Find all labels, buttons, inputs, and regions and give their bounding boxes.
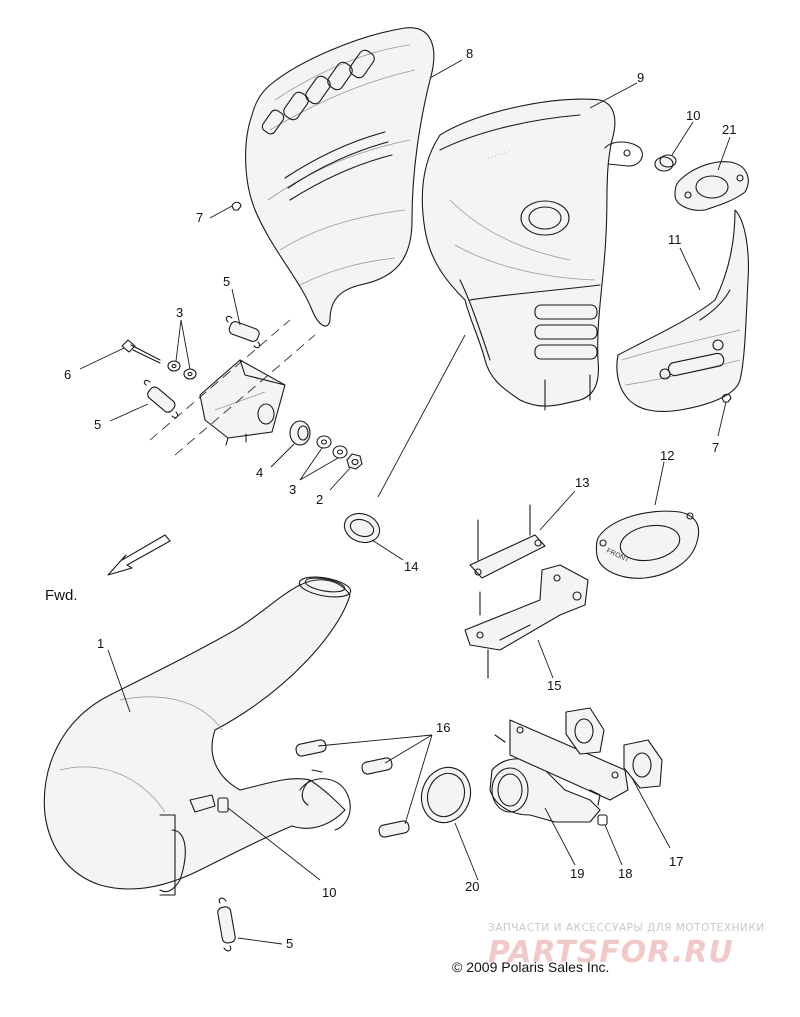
part-15-bracket [464,564,589,679]
part-13-strap [469,504,546,579]
part-10-plug-top [654,154,677,172]
part-5-spring-bottom [217,897,236,952]
part-3-washers-bottom [316,435,348,459]
callout-7: 7 [196,210,203,225]
part-5-spring-upper [225,315,261,349]
callout-1: 1 [97,636,104,651]
part-11-rear-heat-shield [616,209,749,413]
part-14-seal-ring [343,512,381,544]
callout-10: 10 [322,885,336,900]
part-21-gasket [674,161,749,211]
callout-3: 3 [176,305,183,320]
watermark-tagline: ЗАПЧАСТИ И АКСЕССУАРЫ ДЛЯ МОТОТЕХНИКИ [488,922,765,934]
callout-12: 12 [660,448,674,463]
part-3-washers-top [167,360,197,380]
callout-21: 21 [722,122,736,137]
callout-5: 5 [286,936,293,951]
forward-direction-arrow [107,534,171,576]
watermark-logo: PARTSFOR.RU [488,935,734,970]
part-12-flange: FRONT [595,510,700,579]
callout-15: 15 [547,678,561,693]
callout-5: 5 [223,274,230,289]
part-16-springs [295,739,410,838]
callout-10: 10 [686,108,700,123]
callout-17: 17 [669,854,683,869]
leader-lines [79,59,731,945]
callout-6: 6 [64,367,71,382]
callout-9: 9 [637,70,644,85]
callout-20: 20 [465,879,479,894]
callout-8: 8 [466,46,473,61]
callout-7: 7 [712,440,719,455]
part-bracket-mount [199,359,286,446]
callout-19: 19 [570,866,584,881]
part-5-spring-lower [143,379,179,419]
part-4-grommet [289,420,311,446]
part-8-heat-shield [245,27,435,327]
callout-4: 4 [256,465,263,480]
callout-13: 13 [575,475,589,490]
part-2-nut [346,453,363,470]
callout-14: 14 [404,559,418,574]
part-9-muffler: · · · · · · · [421,98,643,411]
callout-18: 18 [618,866,632,881]
callout-3: 3 [289,482,296,497]
part-17-gaskets [565,707,663,789]
callout-5: 5 [94,417,101,432]
forward-label: Fwd. [45,587,78,604]
part-7-fastener-top [231,201,242,211]
callout-16: 16 [436,720,450,735]
callout-11: 11 [668,232,682,247]
mount-assembly-centerlines [149,319,316,456]
part-19-manifold [489,719,629,826]
part-6-bolt [121,339,161,364]
callout-labels: 8 9 10 21 7 11 5 3 6 5 4 3 2 7 12 13 14 … [64,46,736,951]
watermark: ЗАПЧАСТИ И АКСЕССУАРЫ ДЛЯ МОТОТЕХНИКИ PA… [488,922,765,970]
part-1-expansion-chamber [43,576,352,896]
copyright-notice: © 2009 Polaris Sales Inc. [452,959,609,975]
part-20-ring [420,766,472,824]
callout-2: 2 [316,492,323,507]
part-7-fastener-right [721,393,732,403]
